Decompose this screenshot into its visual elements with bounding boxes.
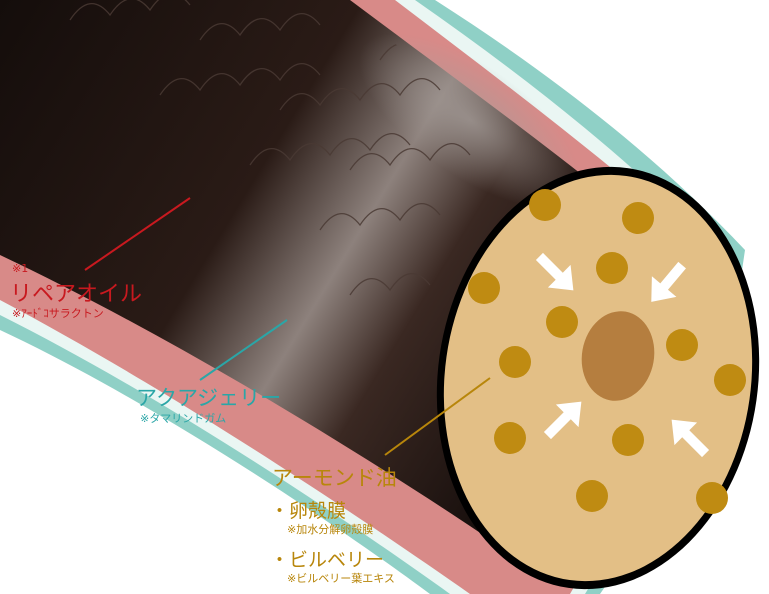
bilberry-title: ・ビルベリー xyxy=(270,549,385,571)
eggshell-subtitle: ※加水分解卵殻膜 xyxy=(287,523,374,536)
hair-medulla xyxy=(581,311,655,401)
repair-subtitle: ※ｱｰﾄﾞｺサラクトン xyxy=(12,307,104,320)
inward-arrow-icon xyxy=(535,252,710,458)
nutrient-dots xyxy=(468,189,746,514)
almond-title: アーモンド油 xyxy=(272,466,397,490)
acqua-leader-line xyxy=(199,319,288,381)
almond-leader-line xyxy=(384,377,491,456)
eggshell-title: ・卵殻膜 xyxy=(270,500,347,522)
repair-footnote: ※1 xyxy=(12,262,29,275)
acqua-subtitle: ※タマリンドガム xyxy=(140,412,227,425)
repair-leader-line xyxy=(84,197,191,271)
cuticle-scales xyxy=(69,0,471,296)
acqua-title: アクアジェリー xyxy=(136,386,282,410)
bilberry-subtitle: ※ビルベリー葉エキス xyxy=(287,572,395,585)
repair-title: リペアオイル xyxy=(10,282,143,307)
